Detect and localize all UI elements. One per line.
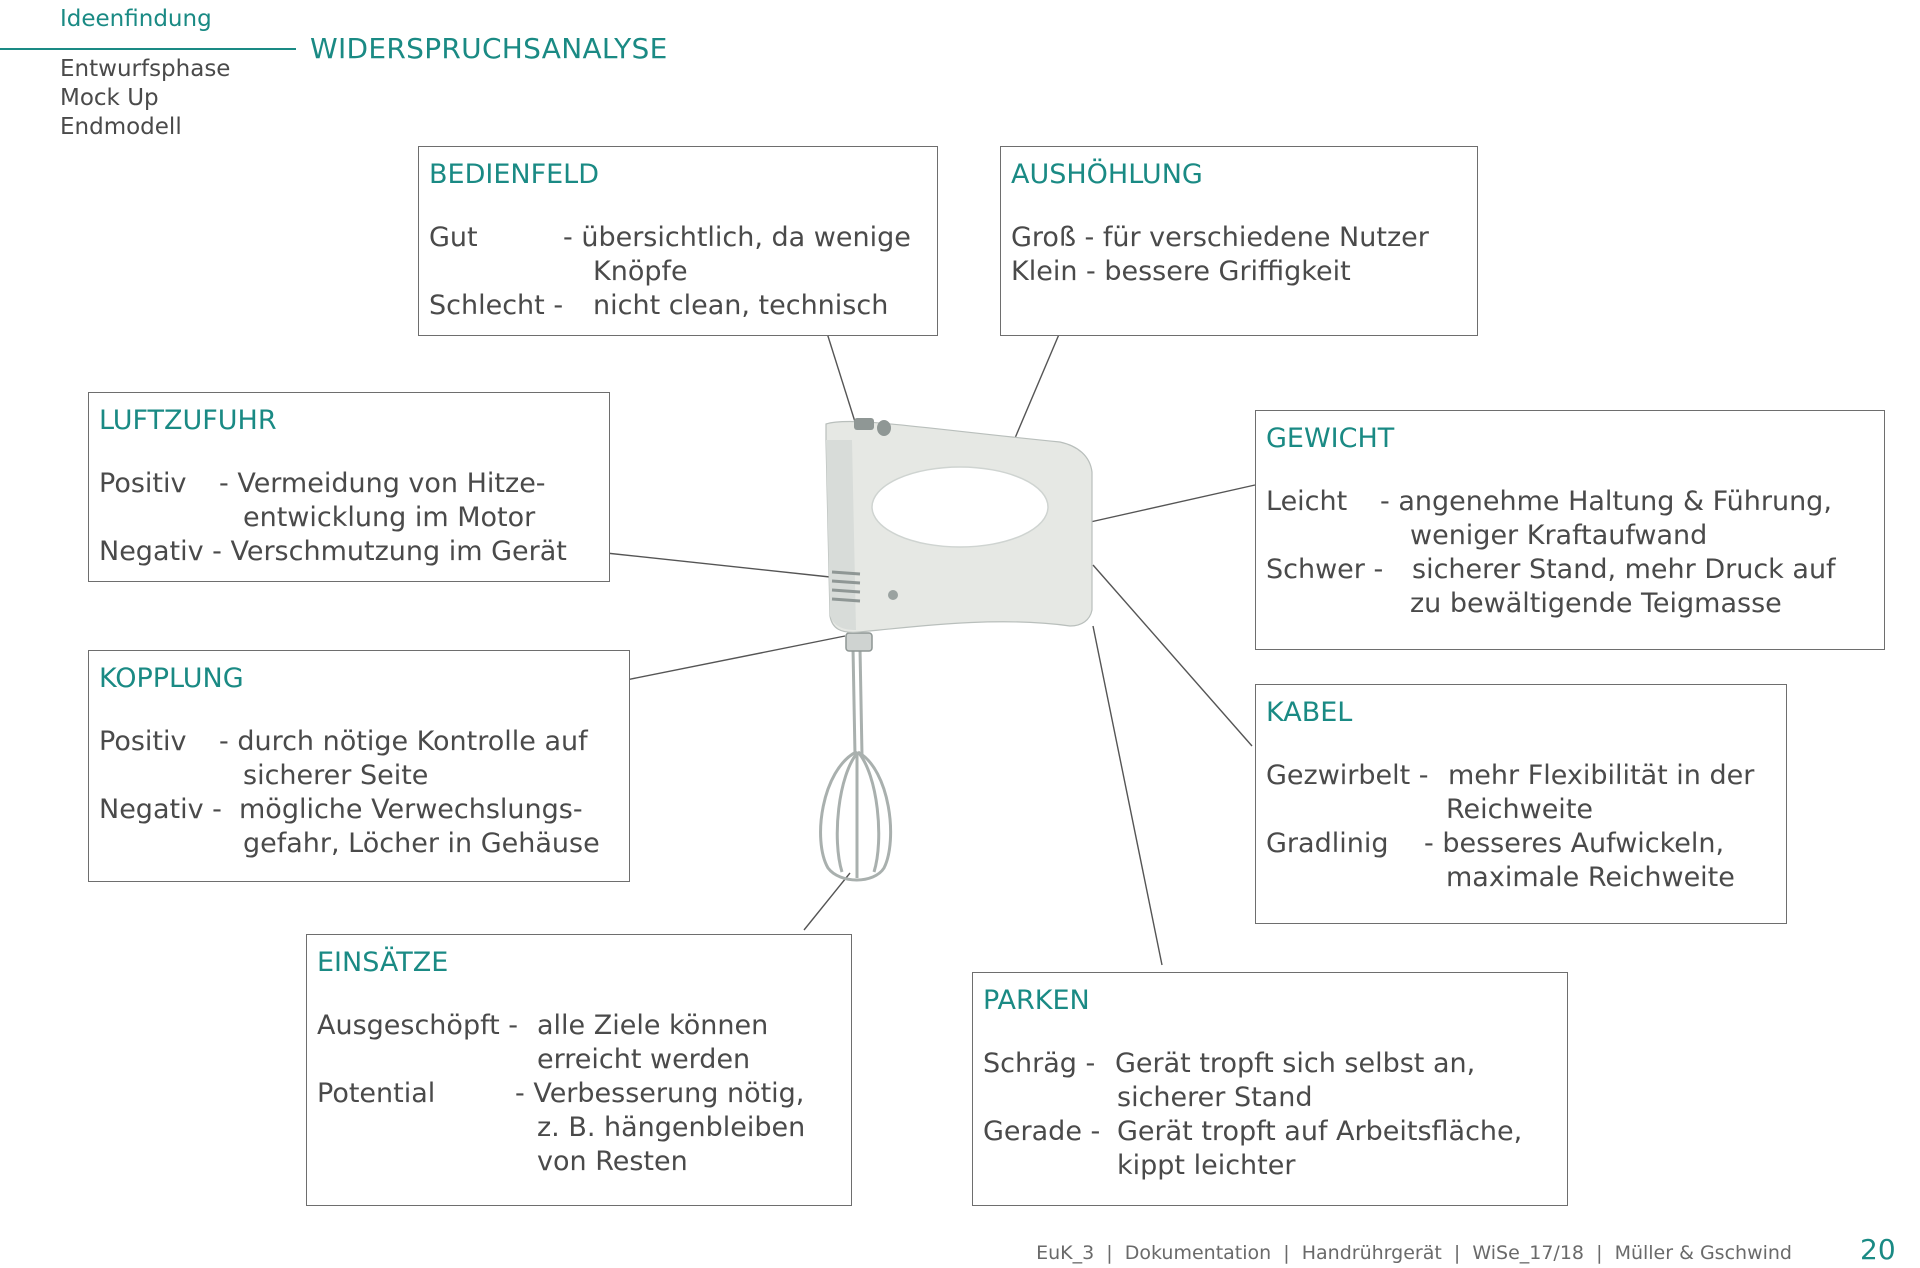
box-title: KOPPLUNG — [99, 663, 244, 694]
row-text: nicht clean, technisch — [593, 290, 889, 321]
pro-row: Positiv - Vermeidung von Hitze- — [99, 467, 609, 501]
connector-kabel — [1092, 564, 1253, 747]
pro-row: Leicht - angenehme Haltung & Führung, — [1266, 485, 1884, 519]
row-text: Klein - bessere Griffigkeit — [1011, 256, 1351, 287]
connector-kopplung — [625, 635, 846, 681]
row-text: sicherer Stand, mehr Druck auf — [1412, 554, 1836, 585]
row-continuation: von Resten — [537, 1146, 688, 1177]
con-row: Potential - Verbesserung nötig, — [317, 1077, 851, 1111]
air-vents — [831, 570, 861, 603]
row-continuation: erreicht werden — [537, 1044, 751, 1075]
row-text: alle Ziele können — [537, 1010, 769, 1041]
row-continuation: Knöpfe — [593, 256, 688, 287]
row-text: mögliche Verwechslungs- — [239, 794, 583, 825]
row-continuation: entwicklung im Motor — [243, 502, 536, 533]
box-kopplung: KOPPLUNG Positiv - durch nötige Kontroll… — [88, 650, 630, 882]
box-einsaetze: EINSÄTZE Ausgeschöpft - alle Ziele könne… — [306, 934, 852, 1206]
pro-row: Positiv - durch nötige Kontrolle auf — [99, 725, 629, 759]
box-kabel: KABEL Gezwirbelt - mehr Flexibilität in … — [1255, 684, 1787, 924]
connector-luftzufuhr — [605, 552, 831, 578]
hand-mixer-illustration — [819, 418, 1093, 882]
row-label: Gezwirbelt - — [1266, 760, 1429, 791]
row-text: Groß - für verschiedene Nutzer — [1011, 222, 1429, 253]
row-continuation: sicherer Seite — [243, 760, 429, 791]
box-title: PARKEN — [983, 985, 1090, 1016]
box-luftzufuhr: LUFTZUFUHR Positiv - Vermeidung von Hitz… — [88, 392, 610, 582]
row-continuation: zu bewältigende Teigmasse — [1410, 588, 1782, 619]
row-continuation: z. B. hängenbleiben — [537, 1112, 806, 1143]
page-title: WIDERSPRUCHSANALYSE — [310, 32, 668, 65]
box-gewicht: GEWICHT Leicht - angenehme Haltung & Füh… — [1255, 410, 1885, 650]
connector-gewicht — [1067, 484, 1256, 528]
box-title: BEDIENFELD — [429, 159, 600, 190]
box-parken: PARKEN Schräg - Gerät tropft sich selbst… — [972, 972, 1568, 1206]
row-continuation: gefahr, Löcher in Gehäuse — [243, 828, 600, 859]
row-text: - angenehme Haltung & Führung, — [1380, 486, 1832, 517]
whisk-beater — [819, 647, 893, 882]
connector-bedienfeld — [826, 332, 857, 426]
box-title: LUFTZUFUHR — [99, 405, 277, 436]
row-continuation: Reichweite — [1446, 794, 1594, 825]
box-bedienfeld: BEDIENFELD Gut - übersichtlich, da wenig… — [418, 146, 938, 336]
row-continuation: sicherer Stand — [1117, 1082, 1313, 1113]
row-label: Positiv — [99, 468, 187, 499]
connector-lines — [605, 331, 1256, 966]
row-continuation: kippt leichter — [1117, 1150, 1296, 1181]
row-text: - durch nötige Kontrolle auf — [219, 726, 588, 757]
row-label: Gut — [429, 222, 478, 253]
row-label: Negativ - — [99, 794, 222, 825]
pro-row: Gut - übersichtlich, da wenige — [429, 221, 937, 255]
row-label: Schräg - — [983, 1048, 1096, 1079]
row-label: Gradlinig — [1266, 828, 1389, 859]
pro-row: Schräg - Gerät tropft sich selbst an, — [983, 1047, 1567, 1081]
box-title: KABEL — [1266, 697, 1353, 728]
nav-active-underline — [0, 48, 296, 50]
row-text: mehr Flexibilität in der — [1448, 760, 1755, 791]
handle-cavity — [871, 466, 1049, 548]
row-label: Leicht — [1266, 486, 1348, 517]
nav-item-mock-up[interactable]: Mock Up — [60, 85, 159, 111]
con-row: Schlecht - nicht clean, technisch — [429, 289, 937, 323]
row-label: Potential — [317, 1078, 436, 1109]
screw-dot — [888, 590, 898, 600]
row-continuation: weniger Kraftaufwand — [1410, 520, 1708, 551]
row-label: Gerade - — [983, 1116, 1101, 1147]
row-text: - Vermeidung von Hitze- — [219, 468, 546, 499]
con-row: Negativ - mögliche Verwechslungs- — [99, 793, 629, 827]
row-label: Positiv — [99, 726, 187, 757]
con-row: Gradlinig - besseres Aufwickeln, — [1266, 827, 1786, 861]
row-text: - besseres Aufwickeln, — [1424, 828, 1725, 859]
pro-row: Gezwirbelt - mehr Flexibilität in der — [1266, 759, 1786, 793]
row-label: Schwer - — [1266, 554, 1384, 585]
pro-row: Ausgeschöpft - alle Ziele können — [317, 1009, 851, 1043]
box-aushoehlung: AUSHÖHLUNG Groß - für verschiedene Nutze… — [1000, 146, 1478, 336]
nav-item-entwurfsphase[interactable]: Entwurfsphase — [60, 56, 231, 82]
row-text: Gerät tropft sich selbst an, — [1115, 1048, 1476, 1079]
con-row: Gerade - Gerät tropft auf Arbeitsfläche, — [983, 1115, 1567, 1149]
row-text: Gerät tropft auf Arbeitsfläche, — [1117, 1116, 1523, 1147]
row-continuation: maximale Reichweite — [1446, 862, 1735, 893]
nav-item-ideenfindung[interactable]: Ideenfindung — [60, 6, 212, 32]
nav-item-endmodell[interactable]: Endmodell — [60, 114, 182, 140]
row-label: Ausgeschöpft - — [317, 1010, 519, 1041]
eject-button — [877, 420, 891, 436]
page-number: 20 — [1860, 1233, 1896, 1266]
box-title: AUSHÖHLUNG — [1011, 159, 1203, 190]
con-row: Schwer - sicherer Stand, mehr Druck auf — [1266, 553, 1884, 587]
row-text: Negativ - Verschmutzung im Gerät — [99, 536, 567, 567]
connector-parken — [1092, 625, 1163, 966]
box-title: EINSÄTZE — [317, 947, 449, 978]
connector-einsaetze — [803, 872, 851, 931]
row-text: - Verbesserung nötig, — [515, 1078, 805, 1109]
box-title: GEWICHT — [1266, 423, 1395, 454]
row-label: Schlecht - — [429, 290, 564, 321]
whisk-coupling — [845, 632, 873, 652]
footer: EuK_3 | Dokumentation | Handrührgerät | … — [1036, 1242, 1792, 1264]
row-text: - übersichtlich, da wenige — [563, 222, 911, 253]
speed-switch — [854, 418, 874, 430]
